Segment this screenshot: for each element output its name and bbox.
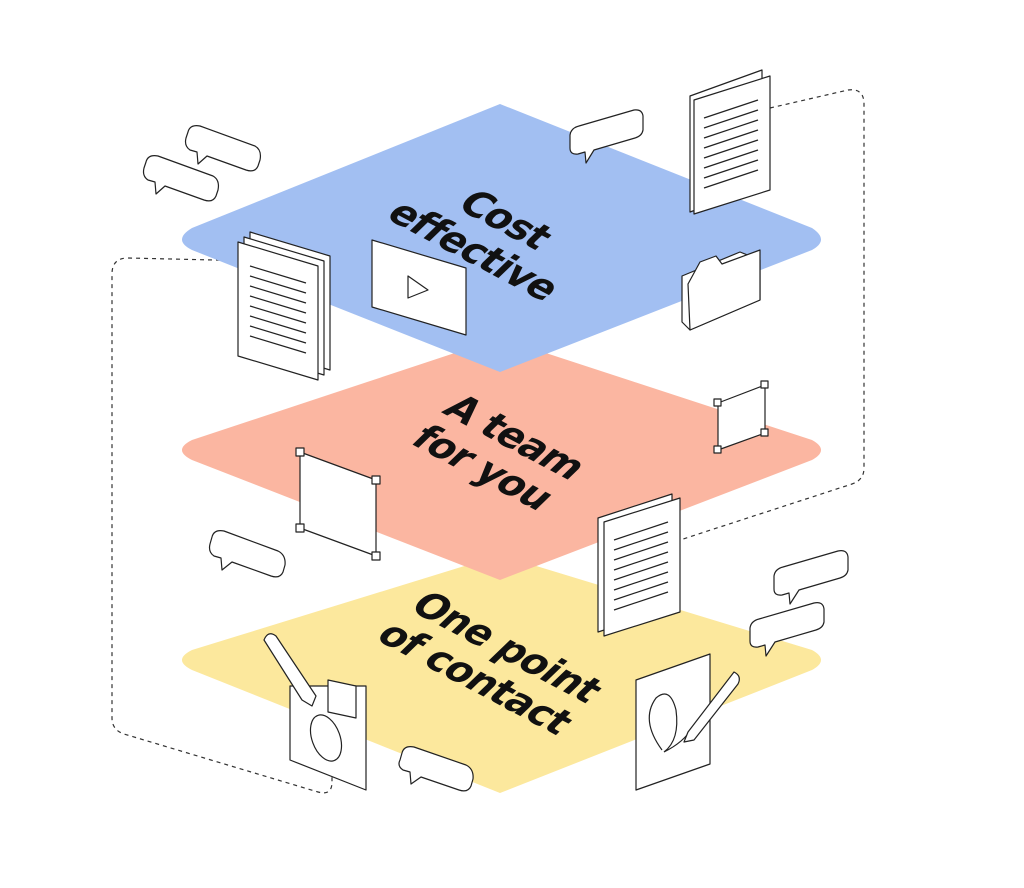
- selection-frame-icon: [295, 447, 381, 561]
- chat-bubble-icon: [208, 530, 286, 578]
- drawing-tablet-icon: [263, 633, 367, 791]
- layer-one-point-of-contact: One point of contact: [182, 555, 821, 793]
- chat-bubble-icon: [749, 602, 825, 657]
- video-player-icon: [371, 239, 467, 336]
- signature-pen-icon: [635, 653, 740, 791]
- layer-cost-effective: Cost effective: [182, 104, 821, 372]
- chat-bubble-icon: [398, 746, 474, 792]
- chat-bubble-icon: [184, 125, 262, 172]
- chat-bubble-icon: [569, 109, 644, 164]
- layer-a-team-for-you: A team for you: [182, 338, 821, 580]
- document-icon: [689, 69, 771, 215]
- document-icon: [237, 231, 331, 381]
- chat-bubble-icon: [773, 550, 849, 605]
- document-icon: [597, 493, 681, 637]
- selection-frame-icon: [713, 380, 769, 454]
- layer-plate-top: [182, 104, 821, 372]
- layer-plate-middle: [182, 338, 821, 580]
- folder-icon: [681, 249, 761, 331]
- chat-bubble-icon: [142, 155, 220, 202]
